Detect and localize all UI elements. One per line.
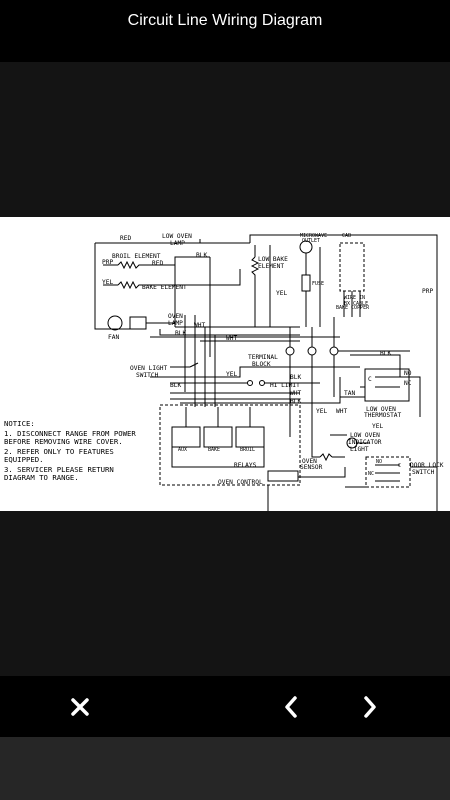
close-icon bbox=[71, 697, 89, 716]
wiring-diagram-svg: RED RED LOW OVEN LAMP BLK BROIL ELEMENT … bbox=[4, 233, 444, 511]
label-bake-element: BAKE ELEMENT bbox=[142, 284, 187, 291]
label-block: BLOCK bbox=[252, 361, 271, 368]
label-switch-2: SWITCH bbox=[412, 469, 435, 476]
label-hi-limit: HI LIMIT bbox=[270, 382, 300, 389]
label-element: ELEMENT bbox=[258, 263, 284, 270]
bottom-bar bbox=[0, 737, 450, 800]
label-blk-1: BLK bbox=[196, 252, 207, 259]
label-lamp-2: LAMP bbox=[168, 320, 183, 327]
label-fuse: FUSE bbox=[312, 281, 324, 287]
chevron-left-icon bbox=[285, 695, 297, 718]
label-cab: CAB bbox=[342, 233, 351, 239]
wiring-diagram-image[interactable]: RED RED LOW OVEN LAMP BLK BROIL ELEMENT … bbox=[0, 217, 450, 511]
label-blk-6: BLK bbox=[290, 398, 301, 405]
label-low-oven-thermo: LOW OVEN bbox=[366, 406, 396, 413]
label-low-oven-ind: LOW OVEN bbox=[350, 432, 380, 439]
label-broil-element: BROIL ELEMENT bbox=[112, 253, 161, 260]
notice-line-1: 1. DISCONNECT RANGE FROM POWER bbox=[4, 429, 136, 438]
label-terminal: TERMINAL bbox=[248, 354, 278, 361]
label-microwave: MICROWAVE bbox=[300, 233, 327, 239]
label-oven-light: OVEN LIGHT bbox=[130, 365, 168, 372]
label-no-1: NO bbox=[404, 370, 412, 377]
diagram-labels: RED RED LOW OVEN LAMP BLK BROIL ELEMENT … bbox=[102, 233, 444, 486]
app-header: Circuit Line Wiring Diagram bbox=[0, 0, 450, 62]
label-wht-4: WHT bbox=[336, 408, 347, 415]
label-wire-in: WIRE IN bbox=[344, 295, 365, 301]
notice-line-5: 3. SERVICER PLEASE RETURN bbox=[4, 465, 114, 474]
close-button[interactable] bbox=[50, 676, 110, 737]
label-low-oven-lamp: LOW OVEN bbox=[162, 233, 192, 240]
label-light: LIGHT bbox=[350, 446, 369, 453]
label-fan: FAN bbox=[108, 334, 119, 341]
label-aux: AUX bbox=[178, 447, 187, 453]
label-c-1: C bbox=[368, 376, 372, 383]
label-bake: BAKE bbox=[208, 447, 220, 453]
label-oven: OVEN bbox=[168, 313, 183, 320]
notice-heading: NOTICE: bbox=[4, 419, 35, 428]
label-wht-2: WHT bbox=[226, 335, 237, 342]
notice-line-3: 2. REFER ONLY TO FEATURES bbox=[4, 447, 114, 456]
label-blk-3: BLK bbox=[380, 350, 391, 357]
label-indicator: INDICATOR bbox=[348, 439, 382, 446]
next-button[interactable] bbox=[339, 676, 399, 737]
label-yel-1: YEL bbox=[102, 279, 113, 286]
label-yel-2: YEL bbox=[276, 290, 287, 297]
label-nc-1: NC bbox=[404, 380, 412, 387]
label-red-1: RED bbox=[120, 235, 131, 242]
label-prp-1: PRP bbox=[102, 259, 113, 266]
label-thermostat: THERMOSTAT bbox=[364, 412, 402, 419]
label-oven-control: OVEN CONTROL bbox=[218, 479, 263, 486]
label-relays: RELAYS bbox=[234, 462, 257, 469]
label-low-bake: LOW BAKE bbox=[258, 256, 288, 263]
label-outlet: OUTLET bbox=[302, 238, 320, 244]
label-bake-copper: BAKE COPPER bbox=[336, 305, 370, 311]
label-yel-3: YEL bbox=[226, 371, 237, 378]
label-blk-5: BLK bbox=[290, 374, 301, 381]
label-yel-4: YEL bbox=[372, 423, 383, 430]
label-wht-3: WHT bbox=[290, 390, 301, 397]
label-blk-2: BLK bbox=[175, 330, 186, 337]
notice-block: NOTICE: 1. DISCONNECT RANGE FROM POWER B… bbox=[4, 419, 136, 482]
label-tan: TAN bbox=[344, 390, 355, 397]
label-yel-5: YEL bbox=[316, 408, 327, 415]
label-switch-1: SWITCH bbox=[136, 372, 159, 379]
label-wht-1: WHT bbox=[194, 322, 205, 329]
chevron-right-icon bbox=[364, 695, 376, 718]
label-blk-4: BLK bbox=[170, 382, 181, 389]
label-bx-cable: BX CABLE bbox=[344, 301, 368, 307]
label-oven-sensor: OVEN bbox=[302, 458, 317, 465]
label-red-2: RED bbox=[152, 260, 163, 267]
page-title: Circuit Line Wiring Diagram bbox=[127, 12, 323, 29]
label-broil: BROIL bbox=[240, 447, 255, 453]
label-nc-2: NC bbox=[368, 471, 374, 477]
previous-button[interactable] bbox=[262, 676, 322, 737]
notice-line-4: EQUIPPED. bbox=[4, 455, 44, 464]
label-prp-2: PRP bbox=[422, 288, 433, 295]
label-sensor: SENSOR bbox=[300, 464, 323, 471]
label-c-2: C bbox=[398, 463, 401, 469]
notice-line-2: BEFORE REMOVING WIRE COVER. bbox=[4, 437, 123, 446]
bottom-toolbar bbox=[0, 676, 450, 737]
label-lamp: LAMP bbox=[170, 240, 185, 247]
label-no-2: NO bbox=[376, 459, 382, 465]
notice-line-6: DIAGRAM TO RANGE. bbox=[4, 473, 79, 482]
label-door-lock: DOOR LOCK bbox=[410, 462, 444, 469]
